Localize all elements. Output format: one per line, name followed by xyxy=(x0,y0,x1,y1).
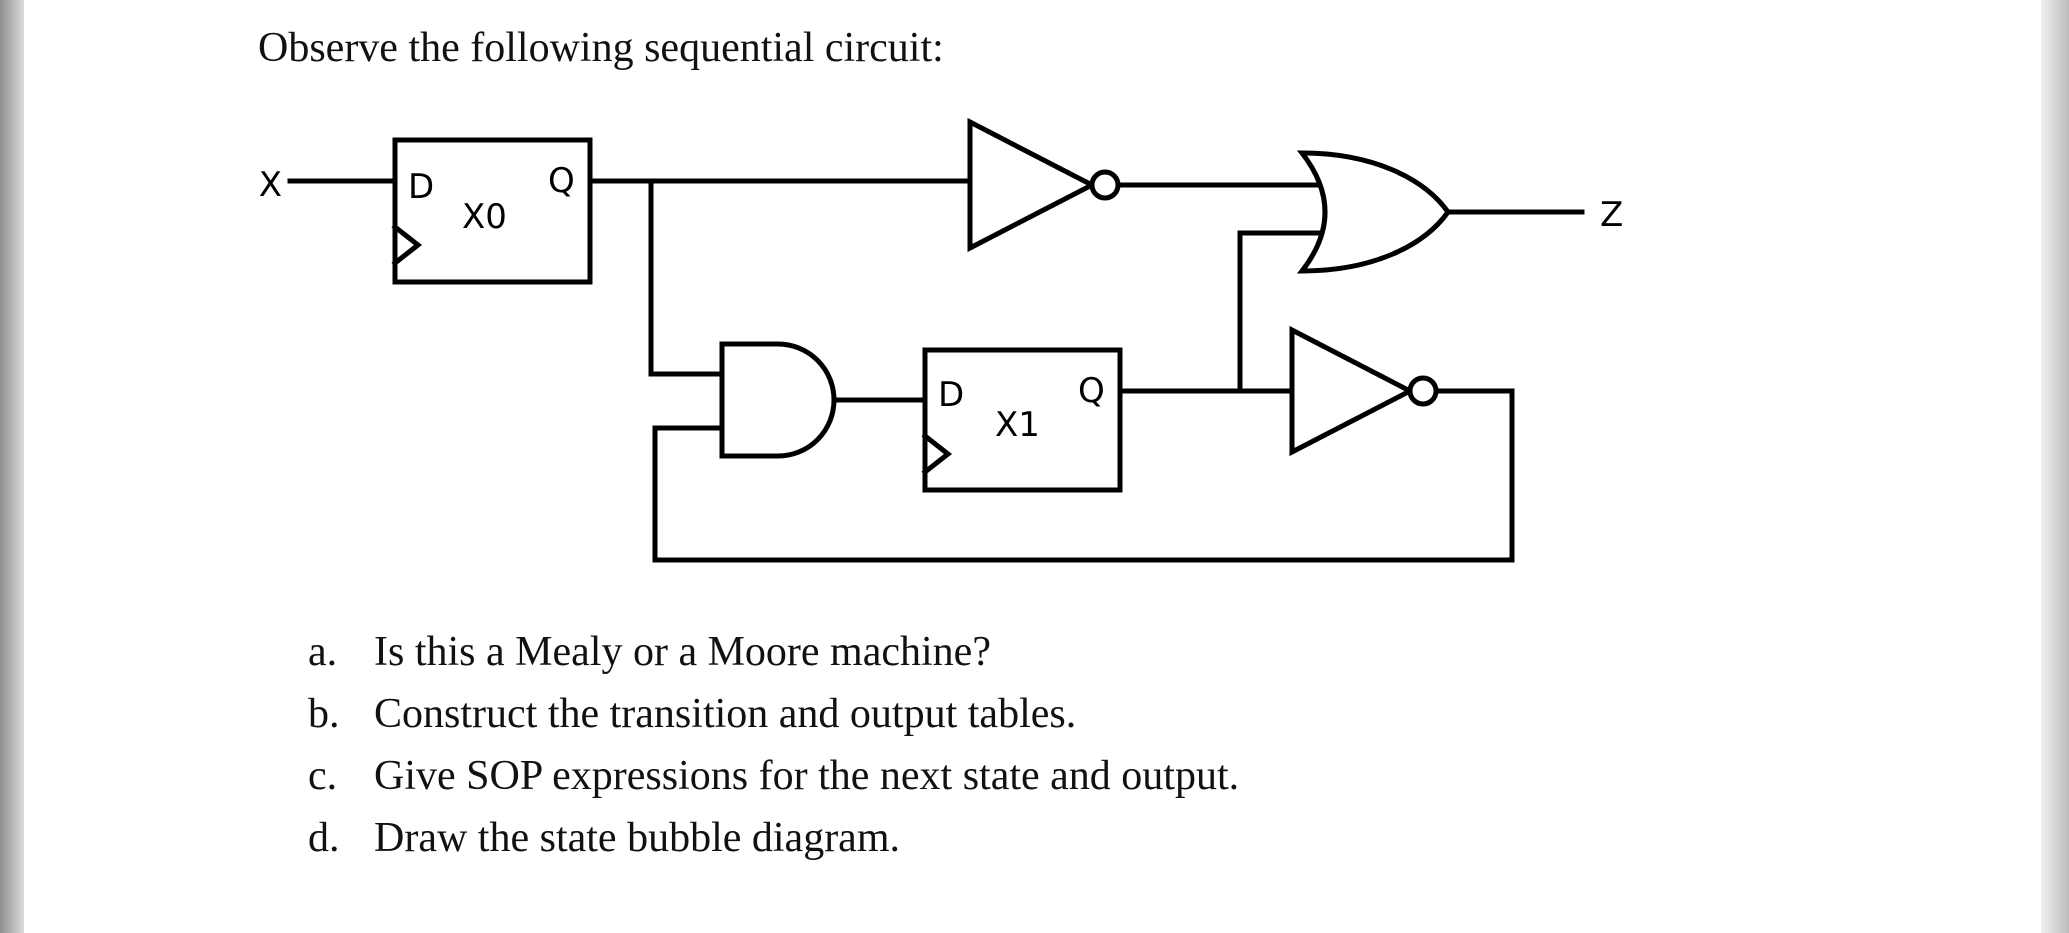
ff0-q-label: Q xyxy=(548,161,575,201)
not-gate-2-triangle xyxy=(1289,325,1416,457)
and-gate xyxy=(719,341,837,459)
question-text: Give SOP expressions for the next state … xyxy=(374,753,1240,799)
ff1-d-label: D xyxy=(938,375,964,415)
question-text: Is this a Mealy or a Moore machine? xyxy=(374,629,991,675)
question-text: Draw the state bubble diagram. xyxy=(374,815,900,861)
question-letter: b. xyxy=(308,691,340,737)
ff0-d-label: D xyxy=(408,167,434,207)
wire-q0-branch-to-and xyxy=(648,178,743,377)
ff1-q-label: Q xyxy=(1078,371,1105,411)
question-item: b. Construct the transition and output t… xyxy=(308,690,1239,752)
question-letter: d. xyxy=(308,815,340,861)
flipflop-x0-body xyxy=(392,137,593,285)
page-title: Observe the following sequential circuit… xyxy=(258,25,944,71)
flipflop-x1 xyxy=(921,347,1123,493)
question-letter: a. xyxy=(308,629,338,675)
not-gate-1 xyxy=(967,117,1121,253)
flipflop-x1-clock-triangle-icon xyxy=(921,432,953,476)
output-z-label: Z xyxy=(1600,195,1623,235)
not-gate-2 xyxy=(1289,325,1439,457)
page-left-edge xyxy=(0,0,24,933)
question-item: c. Give SOP expressions for the next sta… xyxy=(308,752,1239,814)
flipflop-x1-body xyxy=(922,347,1123,493)
flipflop-x0-clock-triangle-icon xyxy=(391,223,423,267)
or-gate xyxy=(1296,150,1452,274)
question-item: a. Is this a Mealy or a Moore machine? xyxy=(308,628,1239,690)
flipflop-x0 xyxy=(391,137,593,285)
wire-not2-feedback-to-and xyxy=(652,388,1515,563)
ff0-name-label: X0 xyxy=(462,197,507,237)
ff1-name-label: X1 xyxy=(995,405,1040,445)
question-letter: c. xyxy=(308,753,338,799)
wire-q1-branch-to-or xyxy=(1237,230,1343,394)
question-text: Construct the transition and output tabl… xyxy=(374,691,1077,737)
question-item: d. Draw the state bubble diagram. xyxy=(308,814,1239,876)
question-list: a. Is this a Mealy or a Moore machine? b… xyxy=(308,628,1239,876)
not-gate-1-triangle xyxy=(967,117,1098,253)
not-gate-1-bubble xyxy=(1089,169,1121,201)
not-gate-2-bubble xyxy=(1407,375,1439,407)
page-right-edge xyxy=(2041,0,2069,933)
input-x-label: X xyxy=(259,165,282,205)
